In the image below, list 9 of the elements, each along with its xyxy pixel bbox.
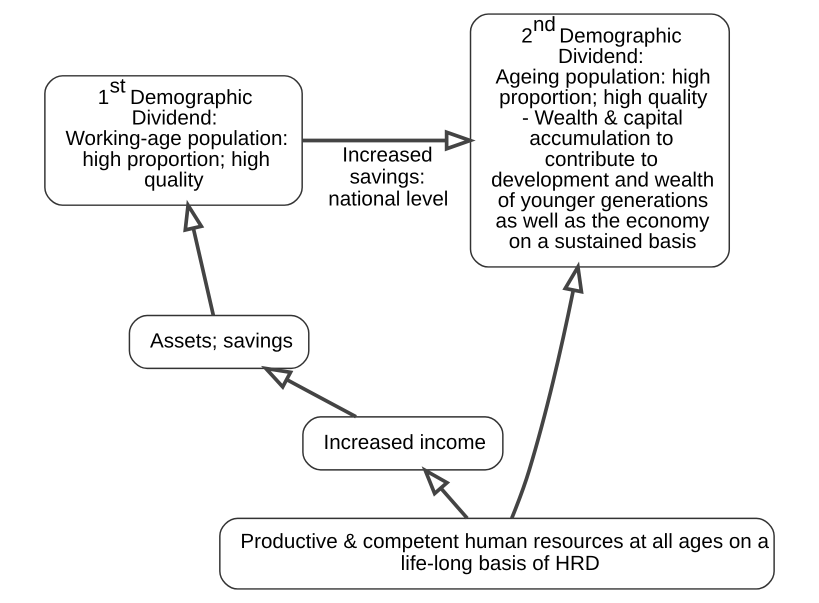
arrow <box>183 200 216 316</box>
arrow <box>260 366 357 418</box>
node-box: Productive & competent human resources at all ages on a life-long basis of HRD <box>219 518 775 590</box>
edge-label: Increased savings: national level <box>328 143 448 210</box>
arrow <box>422 466 469 520</box>
node-box: Increased income <box>302 416 504 471</box>
arrow <box>510 262 584 519</box>
node-box: Assets; savings <box>128 314 310 370</box>
arrow <box>302 130 476 152</box>
